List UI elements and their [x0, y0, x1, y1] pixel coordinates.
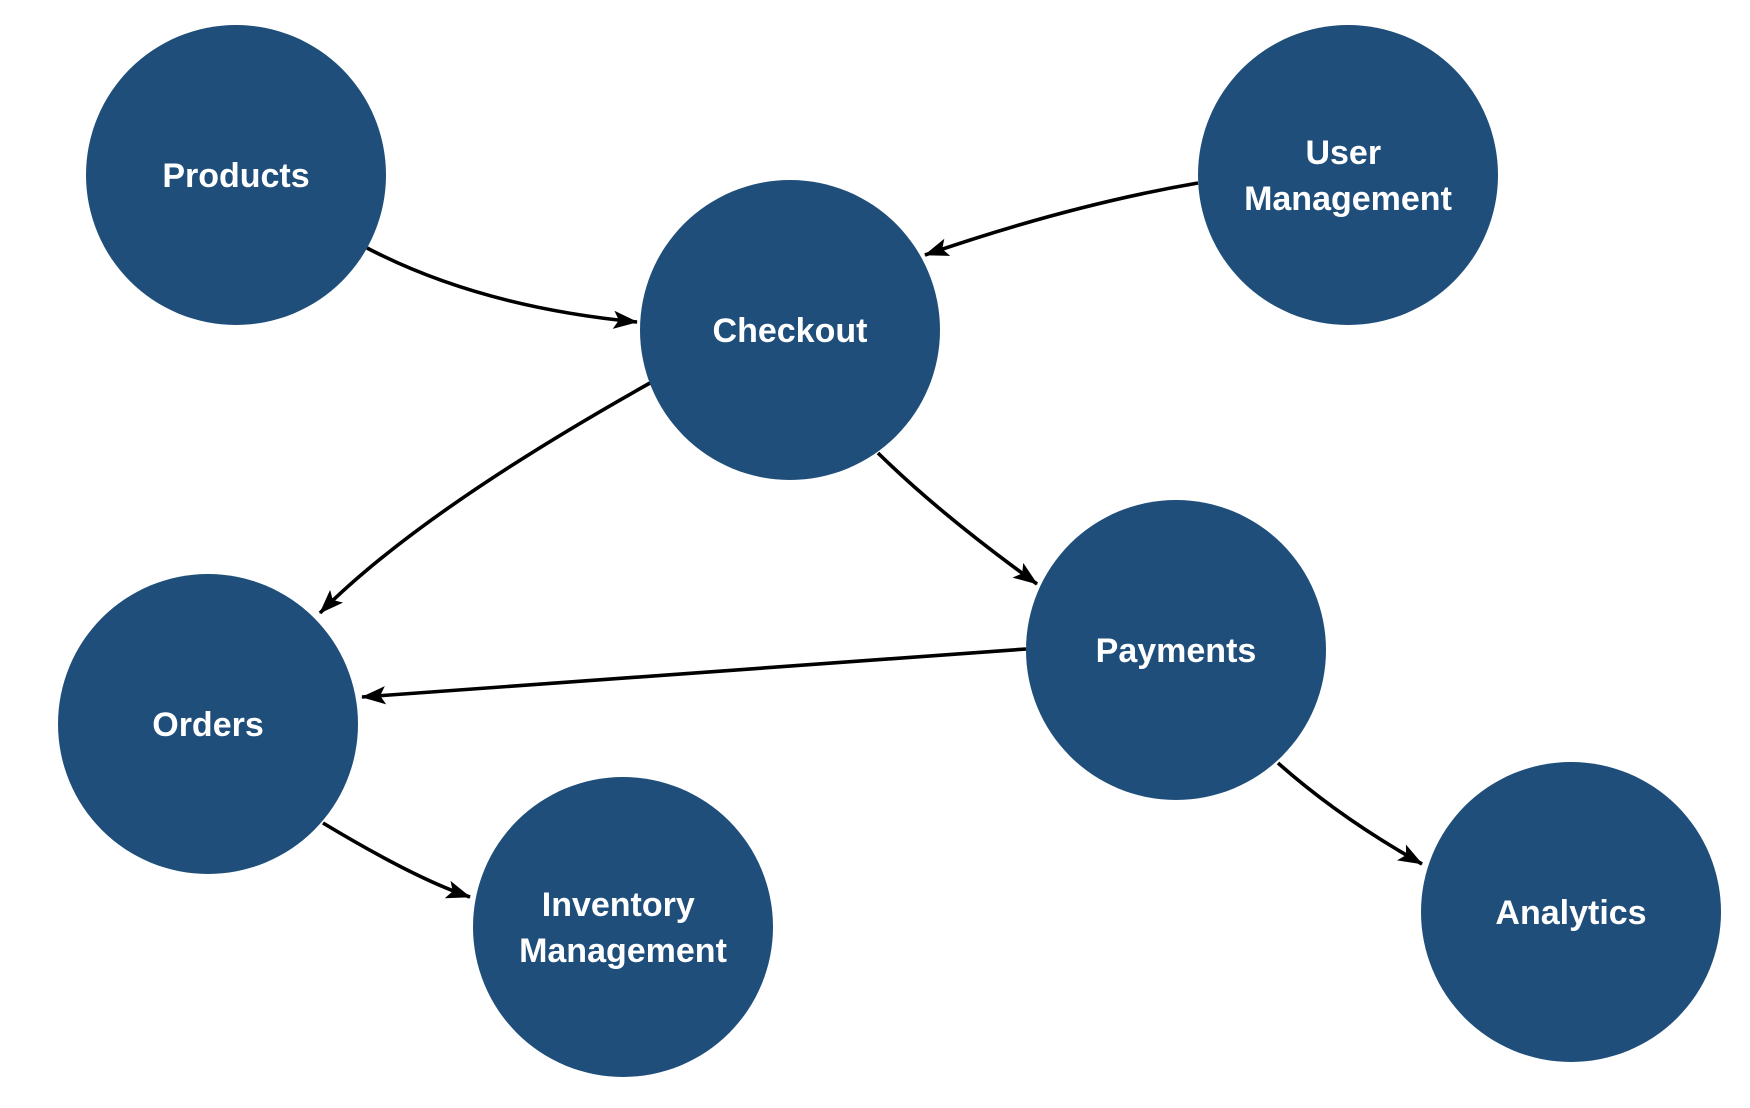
inventory-management-label-line1: Inventory [542, 886, 695, 924]
inventory-management-node-circle[interactable] [473, 777, 773, 1077]
orders-node-label: Orders [152, 706, 264, 744]
inventory-management-node-label: Inventory Management [519, 886, 727, 970]
node-layer: Products User Management Checkout Paymen… [58, 25, 1721, 1077]
edge-checkout-to-orders [318, 381, 651, 615]
products-node-circle[interactable] [86, 25, 386, 325]
node-user-management[interactable]: User Management [1198, 25, 1498, 325]
user-management-label-line1: User [1305, 134, 1381, 172]
checkout-node-label: Checkout [713, 312, 868, 350]
payments-node-label: Payments [1096, 632, 1257, 670]
user-management-node-label: User Management [1244, 134, 1452, 218]
edge-user-management-to-checkout [924, 181, 1199, 257]
edge-payments-to-analytics [1276, 761, 1423, 866]
user-management-label-line2: Management [1244, 180, 1452, 218]
orders-node-circle[interactable] [58, 574, 358, 874]
node-checkout[interactable]: Checkout [640, 180, 940, 480]
edge-layer [318, 181, 1423, 899]
edge-products-to-checkout [366, 246, 638, 329]
node-products[interactable]: Products [86, 25, 386, 325]
products-node-label: Products [162, 157, 309, 195]
payments-node-circle[interactable] [1026, 500, 1326, 800]
analytics-node-circle[interactable] [1421, 762, 1721, 1062]
node-orders[interactable]: Orders [58, 574, 358, 874]
inventory-management-label-line2: Management [519, 932, 727, 970]
edge-orders-to-inventory-management [322, 821, 471, 899]
node-analytics[interactable]: Analytics [1421, 762, 1721, 1062]
node-payments[interactable]: Payments [1026, 500, 1326, 800]
user-management-node-circle[interactable] [1198, 25, 1498, 325]
analytics-node-label: Analytics [1495, 894, 1646, 932]
checkout-node-circle[interactable] [640, 180, 940, 480]
node-inventory-management[interactable]: Inventory Management [473, 777, 773, 1077]
edge-payments-to-orders [361, 647, 1027, 705]
edge-checkout-to-payments [876, 451, 1039, 586]
